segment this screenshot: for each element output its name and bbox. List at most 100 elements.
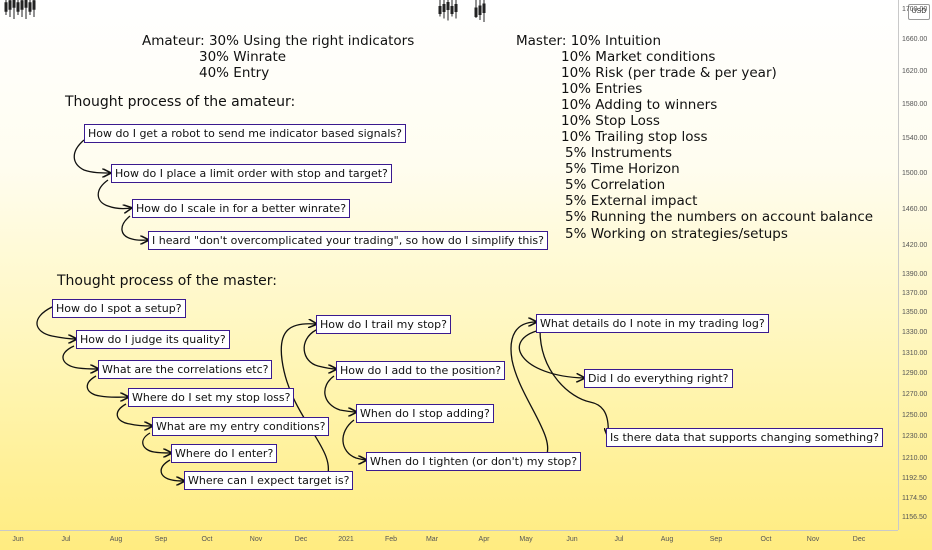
time-tick: Sep (154, 536, 168, 543)
price-tick: 1500.00 (902, 170, 928, 177)
arrow-master-7 (303, 329, 336, 369)
candle-body (32, 0, 36, 10)
price-tick: 1210.00 (902, 455, 928, 462)
master-question-6[interactable]: Where do I enter? (171, 444, 278, 463)
master-summary-line4: 10% Entries (561, 81, 643, 97)
amateur-question-4[interactable]: I heard "don't overcomplicated your trad… (148, 231, 548, 250)
arrow-amateur-2 (97, 179, 131, 209)
time-tick: Nov (806, 536, 820, 543)
price-tick: 1460.00 (902, 206, 928, 213)
time-tick: Feb (384, 536, 398, 543)
candle-body (478, 5, 482, 15)
arrow-amateur-3 (121, 215, 148, 240)
arrow-bridge-1 (280, 324, 329, 481)
candle-body (24, 0, 28, 8)
price-tick: 1660.00 (902, 36, 928, 43)
price-tick: 1350.00 (902, 309, 928, 316)
candle-body (8, 0, 12, 10)
master-question-9[interactable]: How do I add to the position? (336, 361, 506, 380)
arrow-master-4 (116, 403, 152, 426)
master-question-12[interactable]: What details do I note in my trading log… (536, 314, 769, 333)
price-tick: 1420.00 (902, 242, 928, 249)
price-tick: 1310.00 (902, 350, 928, 357)
master-summary-line7: 10% Trailing stop loss (561, 129, 708, 145)
candle-body (12, 0, 16, 8)
master-question-13[interactable]: Did I do everything right? (584, 369, 733, 388)
price-tick: 1270.00 (902, 391, 928, 398)
time-tick: Aug (109, 536, 123, 543)
master-summary-line2: 10% Market conditions (561, 49, 716, 65)
time-tick: Oct (760, 536, 772, 543)
time-tick: Nov (249, 536, 263, 543)
price-tick: 1390.00 (902, 271, 928, 278)
candle-body (442, 4, 446, 12)
arrow-master-11 (539, 329, 608, 436)
master-question-4[interactable]: Where do I set my stop loss? (128, 388, 295, 407)
candle-body (474, 7, 478, 17)
price-tick: 1580.00 (902, 101, 928, 108)
master-summary-line3: 10% Risk (per trade & per year) (561, 65, 777, 81)
amateur-summary-line3: 40% Entry (199, 65, 270, 81)
time-tick: Jul (614, 536, 624, 543)
arrow-bridge-2 (510, 322, 549, 461)
arrow-master-9 (342, 419, 366, 460)
time-tick: Jun (12, 536, 24, 543)
master-question-10[interactable]: When do I stop adding? (356, 404, 494, 423)
master-heading: Thought process of the master: (57, 273, 278, 289)
master-question-1[interactable]: How do I spot a setup? (52, 299, 186, 318)
master-summary-line12: 5% Running the numbers on account balanc… (565, 209, 874, 225)
arrow-master-6 (160, 459, 184, 481)
amateur-heading: Thought process of the amateur: (65, 94, 296, 110)
time-tick: Sep (709, 536, 723, 543)
price-axis-line (898, 0, 899, 530)
time-tick: Apr (478, 536, 490, 543)
master-summary-line9: 5% Time Horizon (565, 161, 680, 177)
price-tick: 1540.00 (902, 135, 928, 142)
candle-body (16, 2, 20, 12)
arrow-master-5 (142, 432, 171, 453)
candle-body (28, 2, 32, 12)
amateur-question-1[interactable]: How do I get a robot to send me indicato… (84, 124, 406, 143)
price-tick: 1174.50 (902, 495, 927, 502)
price-tick: 1250.00 (902, 412, 928, 419)
candle-body (454, 4, 458, 12)
time-tick: Aug (660, 536, 674, 543)
price-tick: 1230.00 (902, 433, 928, 440)
master-question-7[interactable]: Where can I expect target is? (184, 471, 354, 490)
master-summary-line11: 5% External impact (565, 193, 698, 209)
master-question-14[interactable]: Is there data that supports changing som… (606, 428, 883, 447)
arrow-master-2 (62, 345, 98, 369)
time-tick: 2021 (338, 536, 354, 543)
price-tick: 1700.00 (902, 6, 928, 13)
price-tick: 1620.00 (902, 68, 928, 75)
master-summary-line10: 5% Correlation (565, 177, 666, 193)
arrow-master-1 (36, 306, 76, 339)
master-question-8[interactable]: How do I trail my stop? (316, 315, 451, 334)
amateur-question-3[interactable]: How do I scale in for a better winrate? (132, 199, 351, 218)
time-tick: Dec (852, 536, 866, 543)
price-tick: 1330.00 (902, 329, 928, 336)
candle-body (438, 6, 442, 14)
master-question-11[interactable]: When do I tighten (or don't) my stop? (366, 452, 582, 471)
master-summary-line6: 10% Stop Loss (561, 113, 660, 129)
master-question-5[interactable]: What are my entry conditions? (152, 417, 330, 436)
time-tick: Oct (201, 536, 213, 543)
candle-body (450, 6, 454, 14)
master-summary-line8: 5% Instruments (565, 145, 673, 161)
master-summary-line13: 5% Working on strategies/setups (565, 226, 788, 242)
time-tick: Jul (61, 536, 71, 543)
arrow-master-8 (324, 375, 356, 412)
master-question-2[interactable]: How do I judge its quality? (76, 330, 230, 349)
candle-body (4, 2, 8, 12)
currency-badge[interactable]: USD (908, 4, 930, 20)
price-tick: 1370.00 (902, 290, 928, 297)
candle-body (482, 3, 486, 13)
master-question-3[interactable]: What are the correlations etc? (98, 360, 273, 379)
arrow-master-3 (86, 375, 128, 397)
arrow-master-10 (518, 329, 584, 378)
time-tick: Mar (425, 536, 439, 543)
amateur-question-2[interactable]: How do I place a limit order with stop a… (111, 164, 392, 183)
